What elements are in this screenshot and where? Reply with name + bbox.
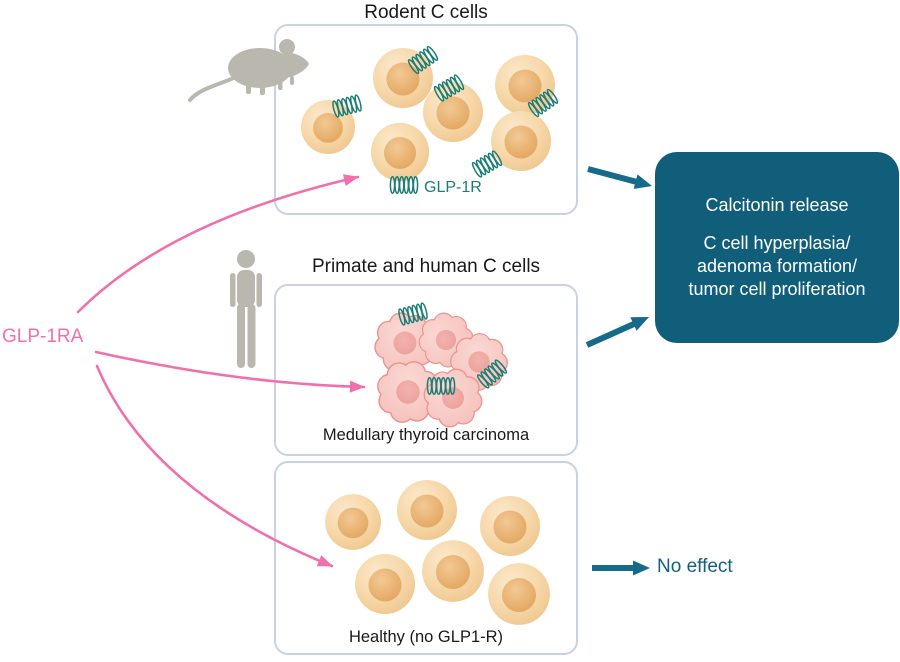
arrow-healthy-no-effect	[592, 560, 650, 576]
outcome-line-hyperplasia: C cell hyperplasia/	[703, 233, 851, 253]
outcome-line-calcitonin: Calcitonin release	[705, 195, 849, 215]
glp1ra-label: GLP-1RA	[2, 326, 84, 347]
no-effect-label: No effect	[657, 556, 733, 577]
human-icon	[230, 250, 262, 368]
healthy-panel-caption: Healthy (no GLP1-R)	[348, 628, 504, 646]
outcome-lines-proliferation: C cell hyperplasia/ adenoma formation/ t…	[688, 232, 865, 301]
arrow-primate-to-outcome	[585, 317, 649, 348]
primate-panel-caption: Medullary thyroid carcinoma	[322, 426, 530, 444]
outcome-box: Calcitonin release C cell hyperplasia/ a…	[655, 152, 899, 343]
outcome-line-tumor: tumor cell proliferation	[688, 279, 866, 299]
healthy-panel	[274, 461, 578, 655]
glp1r-receptor-label: GLP-1R	[424, 179, 482, 196]
outcome-arrows	[585, 166, 652, 576]
arrow-rodent-to-outcome	[587, 166, 652, 189]
primate-panel-title: Primate and human C cells	[311, 256, 541, 277]
outcome-line-adenoma: adenoma formation/	[696, 256, 858, 276]
rodent-panel-title: Rodent C cells	[364, 2, 488, 23]
